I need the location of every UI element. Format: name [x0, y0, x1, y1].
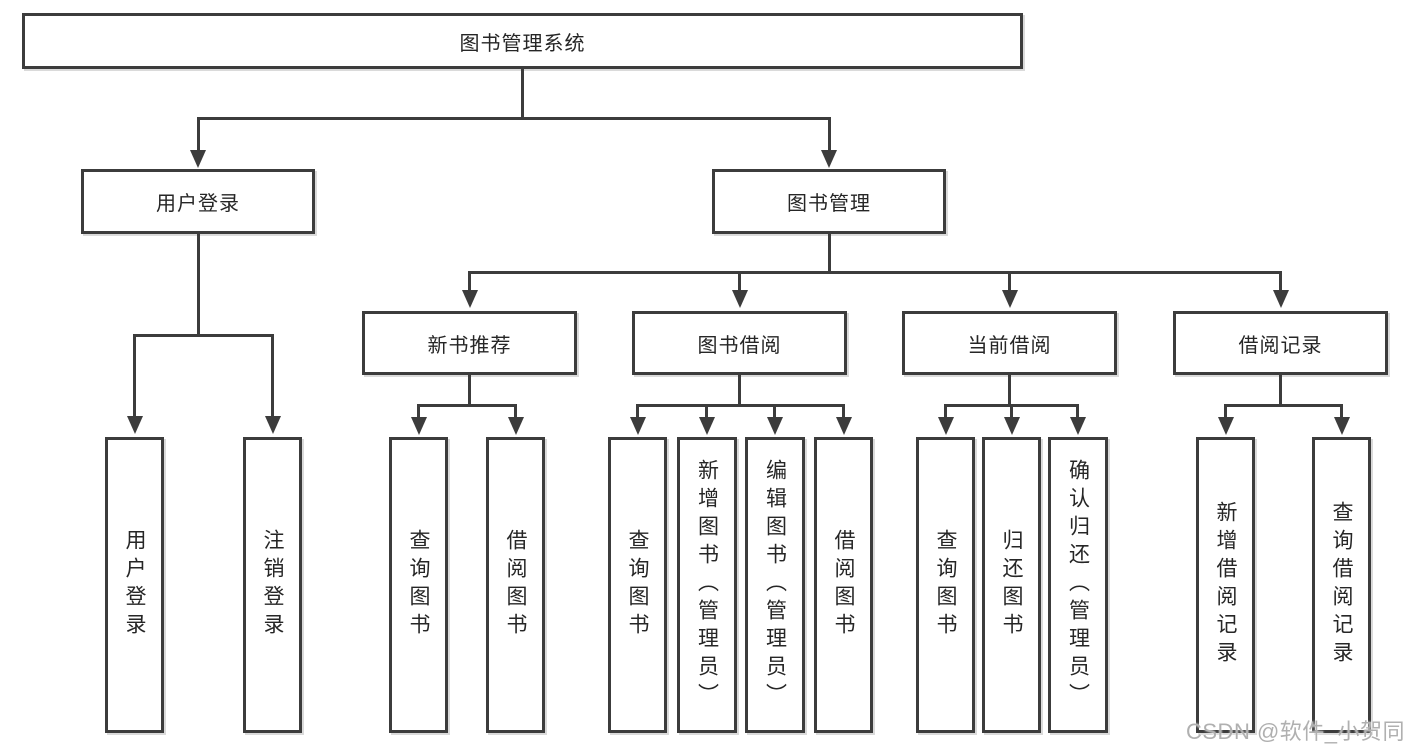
- node-label: 查询图书: [934, 529, 957, 641]
- arrow-to-leaf: [410, 417, 427, 435]
- leaf-query-books-borrowing: 查询图书: [608, 437, 667, 733]
- leaf-confirm-return-admin: 确认归还（管理员）: [1048, 437, 1108, 733]
- connector-stem: [417, 405, 420, 418]
- arrow-to-leaf-logout: [264, 416, 281, 434]
- node-label: 新书推荐: [427, 334, 512, 357]
- connector-book-management-trunk: [827, 234, 831, 272]
- node-label: 注销登录: [261, 529, 284, 641]
- arrow-to-leaf-user-login: [126, 416, 143, 434]
- node-label: 新增图书（管理员）: [695, 459, 719, 711]
- connector-stem-book-borrowing: [738, 272, 741, 291]
- node-current-borrowing: 当前借阅: [902, 311, 1117, 375]
- node-label: 用户登录: [123, 529, 146, 641]
- connector-stem-user-login: [196, 118, 200, 151]
- leaf-query-books-recommend: 查询图书: [389, 437, 448, 733]
- node-new-book-recommend: 新书推荐: [362, 311, 577, 375]
- arrow-to-leaf: [937, 417, 954, 435]
- connector-stem-leaf-user-login: [133, 335, 136, 417]
- leaf-add-borrow-record: 新增借阅记录: [1196, 437, 1255, 733]
- node-label: 用户登录: [156, 193, 240, 215]
- node-borrowing-records: 借阅记录: [1173, 311, 1388, 375]
- csdn-watermark: CSDN @软件_小贺同学: [1186, 719, 1405, 744]
- arrow-to-leaf: [1003, 417, 1020, 435]
- node-user-login: 用户登录: [81, 169, 315, 234]
- node-label: 当前借阅: [967, 334, 1052, 357]
- node-label: 归还图书: [1000, 529, 1023, 641]
- arrow-to-leaf: [698, 417, 715, 435]
- connector-stem: [773, 405, 776, 418]
- connector-borrowing-rail: [636, 404, 845, 407]
- leaf-logout: 注销登录: [243, 437, 302, 733]
- node-label: 图书管理系统: [459, 32, 586, 55]
- connector-stem: [842, 405, 845, 418]
- arrow-to-leaf: [1333, 417, 1350, 435]
- connector-user-login-rail: [133, 334, 274, 337]
- connector-stem-borrowing-records: [1279, 272, 1282, 291]
- connector-current-trunk: [1008, 375, 1011, 405]
- arrow-to-leaf: [835, 417, 852, 435]
- leaf-query-books-current: 查询图书: [916, 437, 975, 733]
- node-root-system: 图书管理系统: [22, 13, 1023, 69]
- node-label: 借阅图书: [832, 529, 855, 641]
- node-label: 图书管理: [787, 193, 871, 215]
- node-label: 图书借阅: [697, 334, 782, 357]
- arrow-to-current-borrowing: [1001, 290, 1018, 308]
- leaf-add-books-admin: 新增图书（管理员）: [677, 437, 737, 733]
- connector-stem-book-management: [827, 118, 831, 151]
- leaf-return-books: 归还图书: [982, 437, 1041, 733]
- connector-stem: [944, 405, 947, 418]
- arrow-to-book-management: [821, 150, 837, 168]
- connector-stem-new-book-recommend: [468, 272, 471, 291]
- connector-level3-rail: [468, 271, 1282, 274]
- leaf-query-borrow-record: 查询借阅记录: [1312, 437, 1371, 733]
- node-book-management: 图书管理: [712, 169, 946, 234]
- connector-root-trunk: [521, 69, 524, 118]
- arrow-to-leaf: [1217, 417, 1234, 435]
- connector-recommend-rail: [417, 404, 517, 407]
- connector-records-trunk: [1279, 375, 1282, 405]
- connector-records-rail: [1224, 404, 1343, 407]
- arrow-to-leaf: [766, 417, 783, 435]
- leaf-borrow-books: 借阅图书: [814, 437, 873, 733]
- connector-stem: [1224, 405, 1227, 418]
- connector-stem: [1010, 405, 1013, 418]
- node-label: 编辑图书（管理员）: [763, 459, 787, 711]
- leaf-borrow-books-recommend: 借阅图书: [486, 437, 545, 733]
- arrow-to-new-book-recommend: [461, 290, 478, 308]
- connector-recommend-trunk: [468, 375, 471, 405]
- node-label: 借阅记录: [1238, 334, 1323, 357]
- arrow-to-leaf: [507, 417, 524, 435]
- connector-level2-rail: [196, 117, 831, 120]
- connector-stem: [636, 405, 639, 418]
- node-label: 借阅图书: [504, 529, 527, 641]
- connector-user-login-trunk: [196, 234, 200, 335]
- node-label: 查询图书: [407, 529, 430, 641]
- node-label: 查询图书: [626, 529, 649, 641]
- arrow-to-leaf: [629, 417, 646, 435]
- leaf-edit-books-admin: 编辑图书（管理员）: [745, 437, 805, 733]
- arrow-to-leaf: [1069, 417, 1086, 435]
- arrow-to-book-borrowing: [731, 290, 748, 308]
- connector-borrowing-trunk: [738, 375, 741, 405]
- node-book-borrowing: 图书借阅: [632, 311, 847, 375]
- node-label: 新增借阅记录: [1214, 501, 1237, 669]
- connector-stem-leaf-logout: [271, 335, 274, 417]
- connector-stem: [705, 405, 708, 418]
- arrow-to-user-login: [190, 150, 206, 168]
- node-label: 查询借阅记录: [1330, 501, 1353, 669]
- connector-stem: [514, 405, 517, 418]
- arrow-to-borrowing-records: [1272, 290, 1289, 308]
- connector-stem: [1076, 405, 1079, 418]
- connector-stem: [1340, 405, 1343, 418]
- connector-stem-current-borrowing: [1008, 272, 1011, 291]
- leaf-user-login: 用户登录: [105, 437, 164, 733]
- node-label: 确认归还（管理员）: [1066, 459, 1090, 711]
